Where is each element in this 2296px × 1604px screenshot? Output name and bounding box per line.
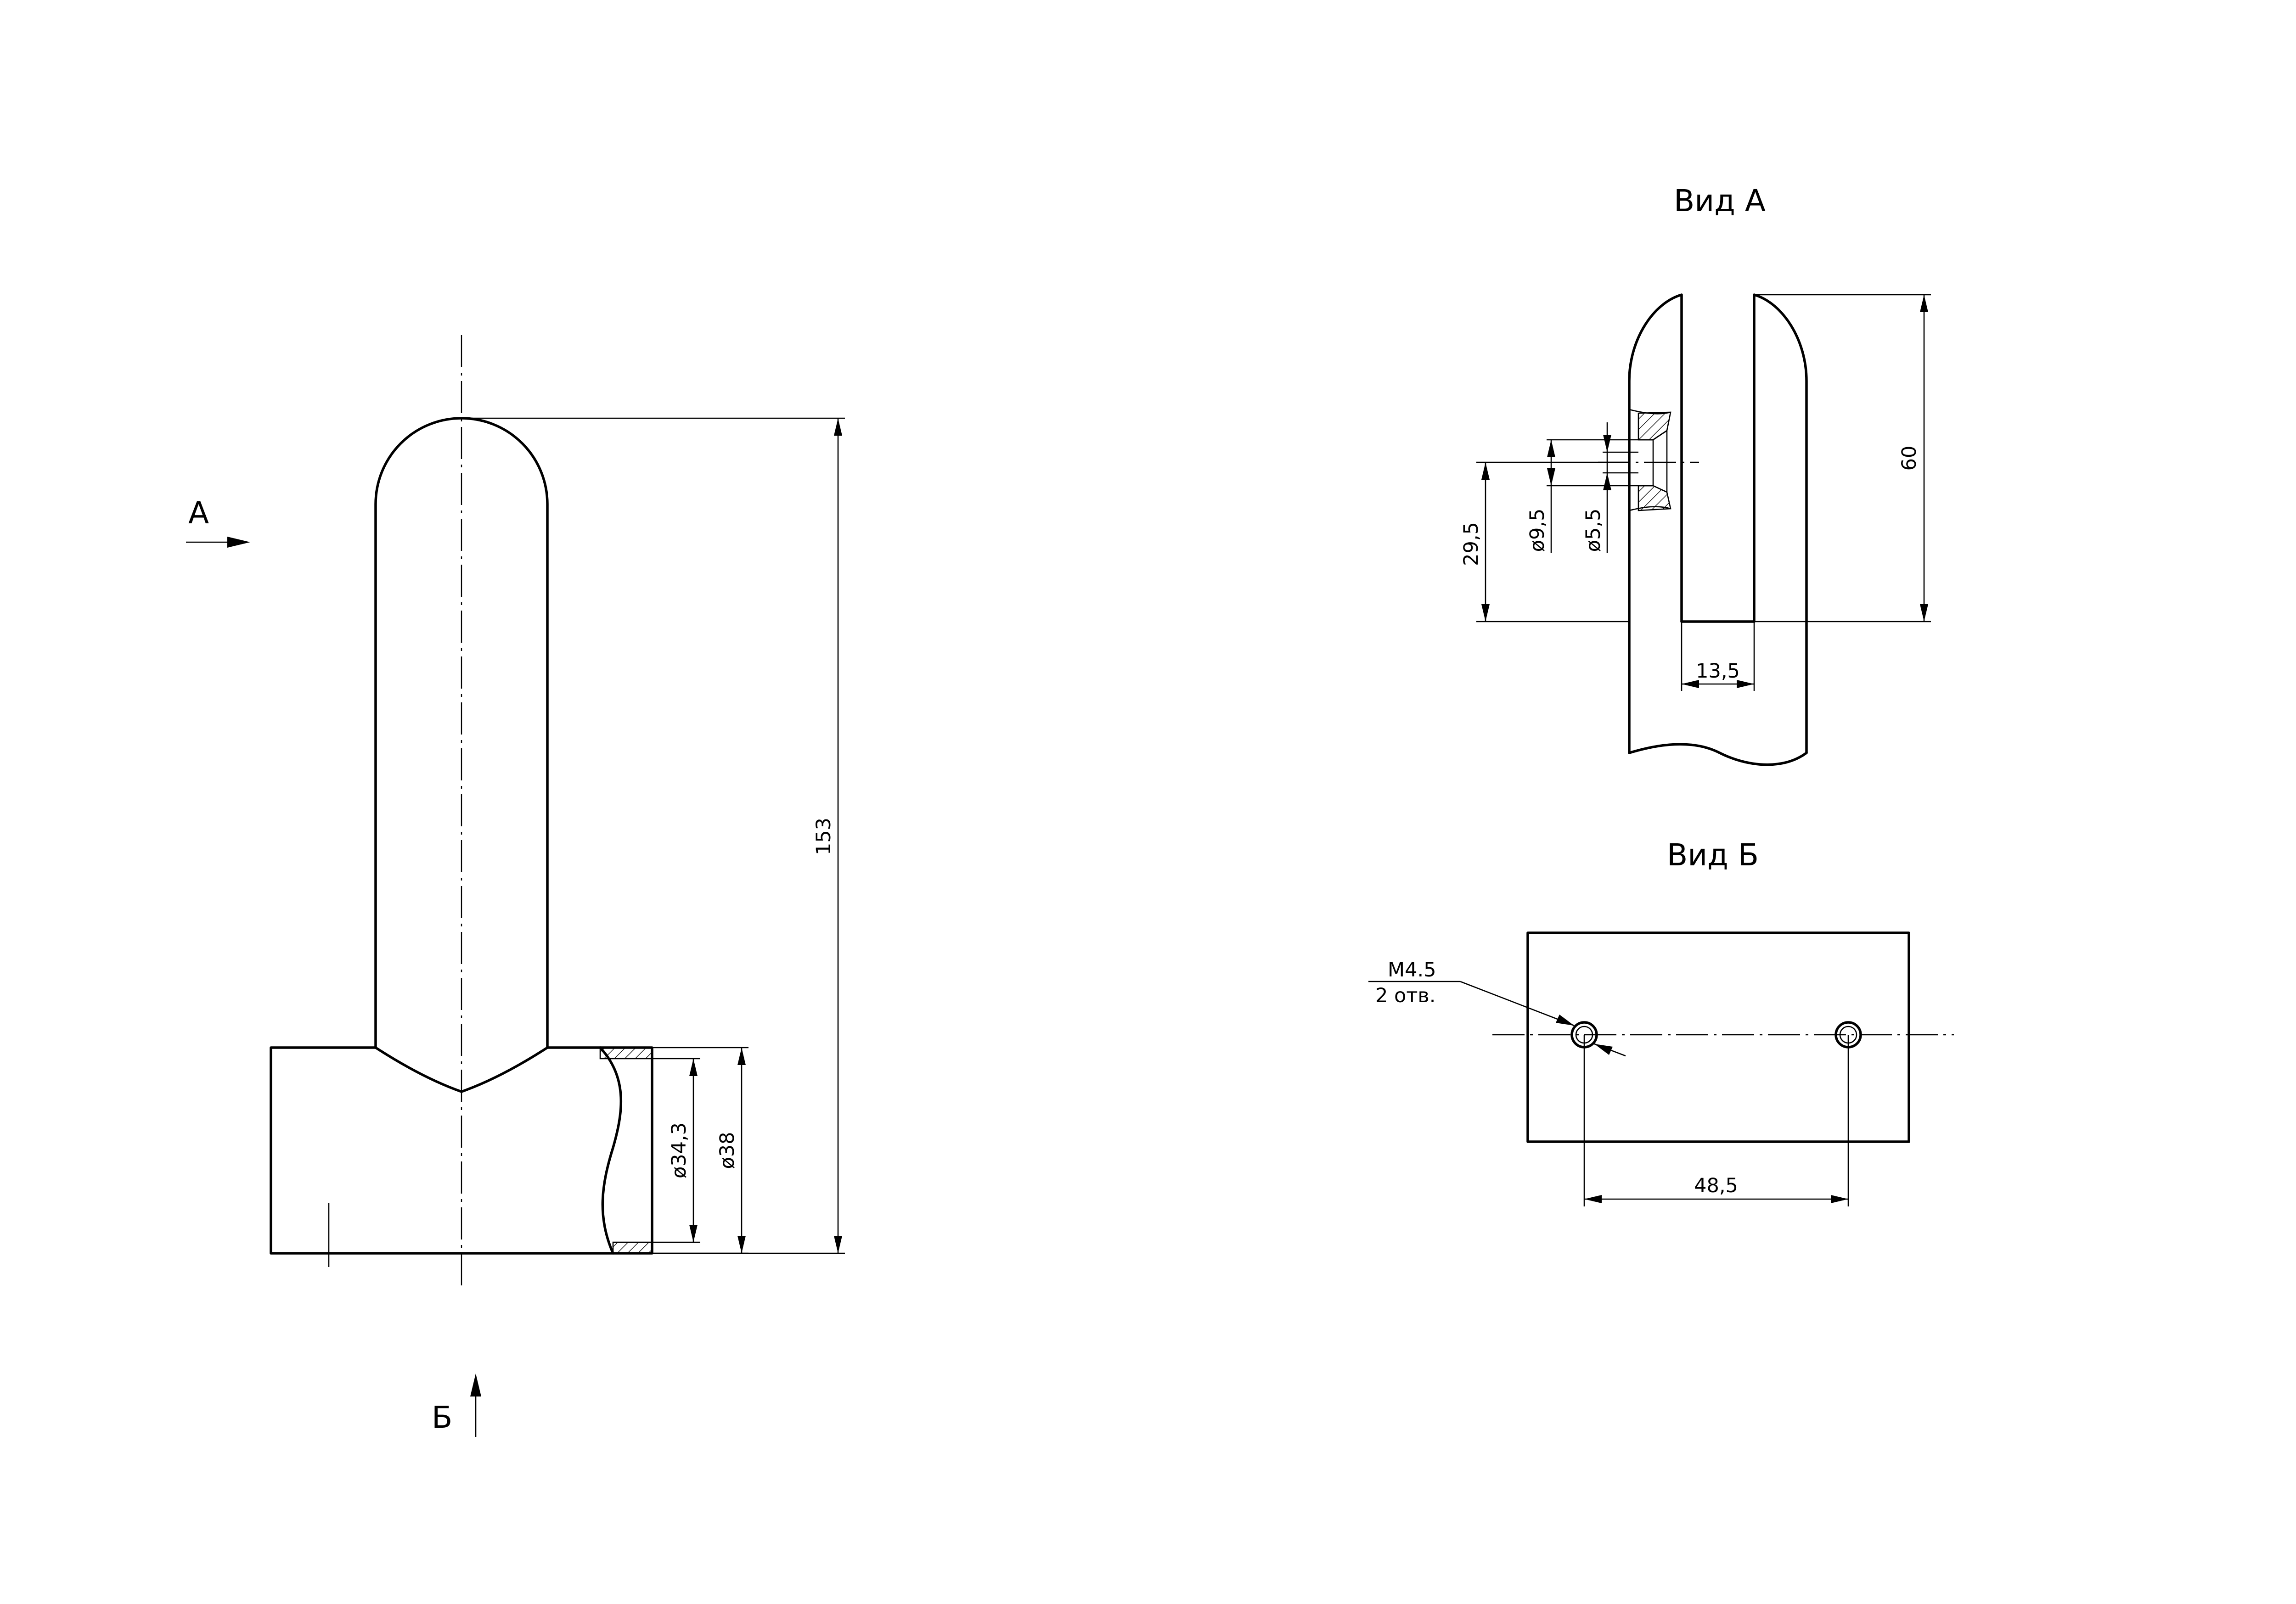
view-arrow-b: Б: [432, 1374, 481, 1437]
right-prong: [1753, 293, 1808, 754]
dim-outer-diameter: ø38: [652, 1047, 748, 1254]
holes-count-label: 2 отв.: [1375, 984, 1435, 1007]
dim-inner-diameter: ø34,3: [652, 1058, 700, 1243]
view-arrow-a: А: [186, 495, 250, 548]
view-arrow-b-label: Б: [432, 1400, 452, 1435]
base-plate-outline: [1526, 931, 1910, 1143]
dim-slot-width-label: 13,5: [1696, 660, 1740, 683]
wall-hatch-top: [599, 1047, 653, 1060]
dim-slot-depth: 60: [1754, 294, 1931, 623]
wall-hatch-bottom: [612, 1241, 653, 1254]
dim-inner-diameter-label: ø34,3: [668, 1122, 691, 1178]
dim-slot-depth-label: 60: [1898, 446, 1921, 471]
bottom-break: [1628, 743, 1808, 766]
dim-hole-height-label: 29,5: [1460, 522, 1483, 566]
view-b: Вид Б М4.5 2 отв. 48,5: [1368, 837, 1954, 1206]
view-a: Вид А 60: [1460, 183, 1931, 766]
countersunk-hole-section: [1629, 409, 1671, 511]
thread-callout: М4.5 2 отв.: [1368, 959, 1626, 1057]
dim-hole-spacing: 48,5: [1583, 1035, 1849, 1206]
view-a-title: Вид А: [1674, 183, 1766, 219]
view-b-title: Вид Б: [1667, 837, 1759, 873]
main-view: 153 ø34,3 ø38 А: [186, 335, 845, 1437]
section-break-line: [599, 1046, 623, 1255]
base-outline: [270, 1046, 653, 1255]
dim-hole-height: 29,5: [1460, 461, 1629, 623]
dim-hole-spacing-label: 48,5: [1694, 1174, 1738, 1197]
dim-counterbore-label: ø9,5: [1526, 509, 1549, 552]
view-arrow-a-label: А: [188, 495, 209, 531]
dim-counterbore: ø9,5: [1526, 439, 1653, 553]
thread-label: М4.5: [1388, 959, 1436, 981]
dim-height-label: 153: [812, 818, 835, 855]
left-prong: [1628, 293, 1683, 754]
dim-hole: ø5,5: [1582, 422, 1638, 553]
dim-slot-width: 13,5: [1681, 622, 1755, 691]
dim-hole-label: ø5,5: [1582, 509, 1605, 552]
dim-outer-diameter-label: ø38: [716, 1132, 739, 1169]
